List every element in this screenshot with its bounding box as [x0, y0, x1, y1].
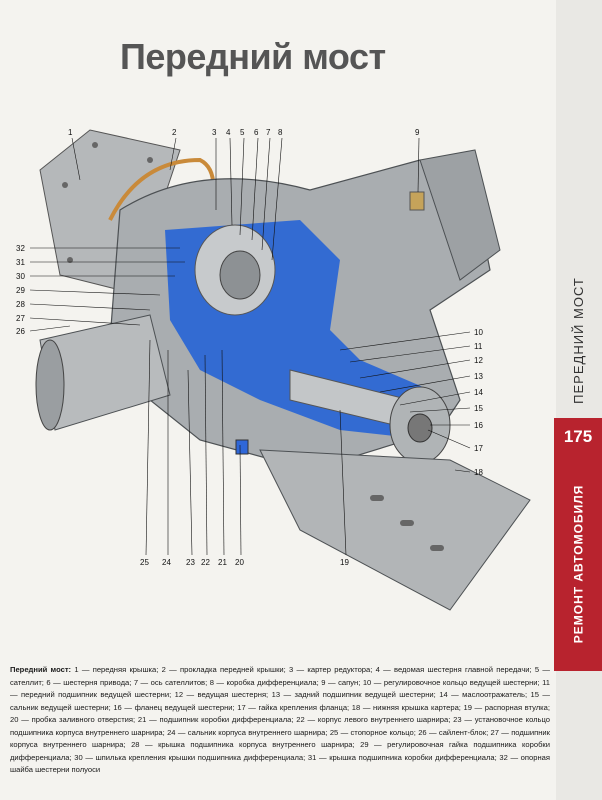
callout-10: 10 — [474, 328, 483, 337]
callout-9: 9 — [415, 128, 420, 137]
plate-slot — [430, 545, 444, 551]
filler-plug — [235, 439, 249, 455]
leader-lines — [29, 137, 471, 556]
callout-30: 30 — [16, 272, 25, 281]
left-joint-spline — [35, 339, 65, 431]
callout-15: 15 — [474, 404, 483, 413]
callout-4: 4 — [226, 128, 231, 137]
differential-case — [219, 250, 261, 300]
callout-26: 26 — [16, 327, 25, 336]
callout-16: 16 — [474, 421, 483, 430]
cover-bolt — [67, 257, 73, 263]
callout-20: 20 — [235, 558, 244, 567]
figure-caption: Передний мост: 1 — передняя крышка; 2 — … — [10, 664, 550, 777]
breather — [409, 191, 425, 211]
page-title: Передний мост — [120, 36, 386, 77]
callout-5: 5 — [240, 128, 245, 137]
cover-bolt — [62, 182, 68, 188]
callout-23: 23 — [186, 558, 195, 567]
right-output-tube — [419, 149, 501, 281]
cover-bolt — [92, 142, 98, 148]
callout-17: 17 — [474, 444, 483, 453]
callout-7: 7 — [266, 128, 271, 137]
callout-25: 25 — [140, 558, 149, 567]
callout-8: 8 — [278, 128, 283, 137]
lower-cover-plate — [259, 449, 531, 611]
flange-nut — [407, 413, 433, 443]
callout-2: 2 — [172, 128, 177, 137]
callout-32: 32 — [16, 244, 25, 253]
callout-11: 11 — [474, 342, 483, 351]
side-section-label: ПЕРЕДНИЙ МОСТ — [558, 270, 598, 410]
side-section-text: ПЕРЕДНИЙ МОСТ — [570, 276, 586, 404]
callout-6: 6 — [254, 128, 259, 137]
page-number: 175 — [554, 418, 602, 456]
callout-14: 14 — [474, 388, 483, 397]
callout-3: 3 — [212, 128, 217, 137]
callout-24: 24 — [162, 558, 171, 567]
cover-bolt — [147, 157, 153, 163]
caption-text: 1 — передняя крышка; 2 — прокладка перед… — [10, 665, 550, 774]
callout-1: 1 — [68, 128, 73, 137]
callout-31: 31 — [16, 258, 25, 267]
caption-label: Передний мост: — [10, 665, 72, 674]
side-book-text: РЕМОНТ АВТОМОБИЛЯ — [571, 484, 586, 643]
callout-21: 21 — [218, 558, 227, 567]
callout-18: 18 — [474, 468, 483, 477]
callout-22: 22 — [201, 558, 210, 567]
callout-12: 12 — [474, 356, 483, 365]
front-axle-diagram: 1 2 3 4 5 6 7 8 9 32 31 30 29 28 27 26 1… — [16, 128, 531, 611]
plate-slot — [370, 495, 384, 501]
side-book-label: РЕМОНТ АВТОМОБИЛЯ — [554, 456, 602, 671]
callout-29: 29 — [16, 286, 25, 295]
callout-27: 27 — [16, 314, 25, 323]
callout-13: 13 — [474, 372, 483, 381]
plate-slot — [400, 520, 414, 526]
callout-19: 19 — [340, 558, 349, 567]
callout-28: 28 — [16, 300, 25, 309]
